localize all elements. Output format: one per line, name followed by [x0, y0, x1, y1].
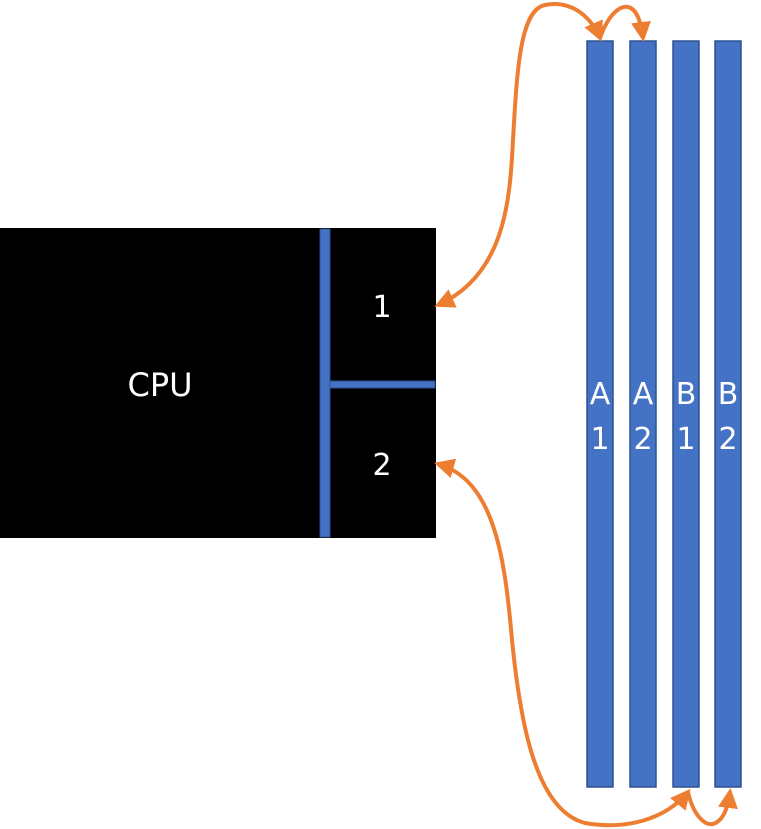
memory-slot-a1: A 1 [586, 40, 614, 788]
cpu-bus-horizontal [329, 380, 436, 389]
memory-slot-a2-number: 2 [633, 422, 652, 457]
a1-to-a2-arrow [598, 4, 651, 42]
channel-2-label: 2 [372, 448, 391, 483]
cpu-bus-vertical [319, 228, 331, 538]
memory-slot-a1-bar [586, 40, 614, 788]
memory-slot-b2-bar [714, 40, 742, 788]
memory-slot-a2-bar [629, 40, 657, 788]
memory-slot-b1-bar [672, 40, 700, 788]
memory-slot-a2-bank: A [633, 377, 654, 412]
memory-slot-b2-number: 2 [718, 422, 737, 457]
channel-1-to-a1-arrow [434, 2, 603, 308]
b1-to-b2-arrow [686, 788, 738, 827]
memory-slot-b1: B 1 [672, 40, 700, 788]
memory-slot-a1-bank: A [590, 377, 611, 412]
memory-slot-a1-number: 1 [590, 422, 609, 457]
memory-slot-b2-bank: B [718, 377, 739, 412]
cpu-label: CPU [127, 366, 192, 404]
memory-slot-b2: B 2 [714, 40, 742, 788]
channel-2-to-b1-arrow [434, 458, 691, 828]
memory-slot-b1-number: 1 [676, 422, 695, 457]
memory-slot-a2: A 2 [629, 40, 657, 788]
channel-1-label: 1 [372, 290, 391, 325]
memory-slot-b1-bank: B [676, 377, 697, 412]
